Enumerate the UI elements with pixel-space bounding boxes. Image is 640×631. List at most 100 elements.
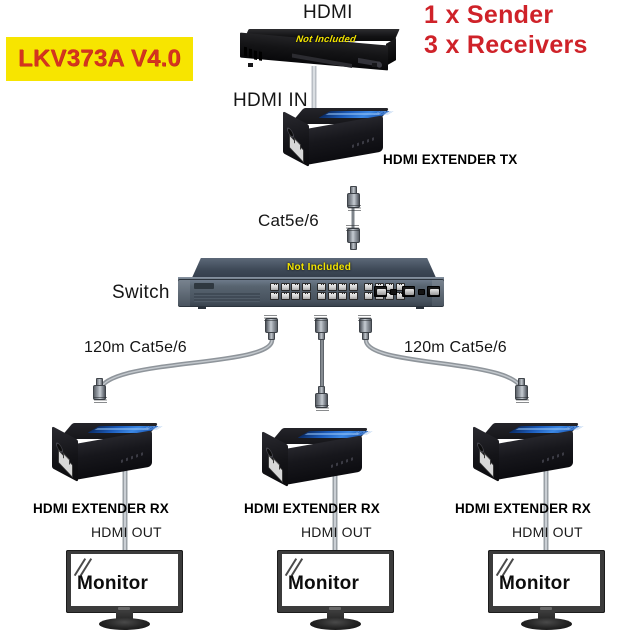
switch-port xyxy=(348,283,358,291)
model-badge: LKV373A V4.0 xyxy=(6,37,193,81)
monitor-stand-neck xyxy=(116,612,133,621)
rj45-rx1-end xyxy=(93,378,107,404)
switch-port xyxy=(270,292,279,300)
label-hdmi-out-3: HDMI OUT xyxy=(512,524,583,540)
rj45-connector-tx-end xyxy=(347,186,361,212)
network-switch: Not Included xyxy=(178,258,444,313)
rj45-ribs xyxy=(314,314,327,321)
label-switch: Switch xyxy=(112,282,170,303)
rj45-ribs xyxy=(346,224,359,231)
model-badge-text: LKV373A V4.0 xyxy=(18,45,181,72)
switch-port-group-2 xyxy=(317,283,358,300)
switch-port xyxy=(301,292,311,300)
rj45-ribs xyxy=(264,314,277,321)
monitor-1: Monitor xyxy=(66,550,183,630)
switch-port xyxy=(327,283,337,291)
label-hdmi-in: HDMI IN xyxy=(233,90,308,111)
monitor-stand-base xyxy=(99,618,150,630)
rj45-switch-left-run xyxy=(264,314,278,340)
switch-sfp-slot xyxy=(390,289,397,295)
monitor-logo xyxy=(118,607,130,610)
rj45-rx3-end xyxy=(515,378,529,404)
rj45-ribs xyxy=(316,405,329,412)
player-foot-left xyxy=(248,63,253,67)
switch-port xyxy=(338,292,347,300)
label-extender-rx-1: HDMI EXTENDER RX xyxy=(33,501,169,516)
monitor-stand-base xyxy=(310,618,361,630)
switch-port xyxy=(364,283,373,291)
rj45-boot xyxy=(358,314,372,333)
monitor-bezel: Monitor xyxy=(66,550,183,613)
label-hdmi-source: HDMI xyxy=(303,2,353,23)
rj45-ribs xyxy=(94,397,107,404)
screen-glare-icon xyxy=(497,557,517,573)
not-included-badge-player: Not Included xyxy=(294,34,358,45)
monitor-bezel: Monitor xyxy=(277,550,394,613)
rj45-boot xyxy=(93,385,107,404)
monitor-2: Monitor xyxy=(277,550,394,630)
monitor-stand-neck xyxy=(538,612,555,621)
switch-brand-plate xyxy=(194,283,214,289)
player-disc-tray xyxy=(292,53,352,68)
rj45-switch-middle-run xyxy=(314,314,328,340)
tx-rj45-port xyxy=(289,134,304,164)
hdmi-source-device: Not Included xyxy=(240,29,400,71)
switch-uplink-port xyxy=(427,286,440,297)
player-vents xyxy=(244,46,247,57)
hdmi-extender-rx-2: HDMI xyxy=(262,428,374,487)
switch-port-row xyxy=(317,292,358,300)
switch-port xyxy=(280,283,290,291)
label-cat-right: 120m Cat5e/6 xyxy=(404,339,507,356)
rx-led-row xyxy=(331,456,355,468)
rx-led-row xyxy=(121,451,145,463)
rj45-boot xyxy=(264,314,278,333)
tx-led-row xyxy=(352,136,376,148)
monitor-3: Monitor xyxy=(488,550,605,630)
hdmi-extender-rx-3: HDMI xyxy=(473,423,585,482)
rj45-rx2-end xyxy=(315,386,329,412)
switch-port-group-1 xyxy=(270,283,311,300)
switch-port-row xyxy=(317,283,358,291)
monitor-stand-base xyxy=(521,618,572,630)
switch-port xyxy=(338,283,347,291)
rj45-boot xyxy=(346,224,360,243)
label-extender-rx-3: HDMI EXTENDER RX xyxy=(455,501,591,516)
rj45-boot xyxy=(315,393,329,412)
rj45-connector-switch-end xyxy=(346,224,360,250)
switch-port xyxy=(327,292,337,300)
monitor-logo xyxy=(540,607,552,610)
not-included-badge-switch: Not Included xyxy=(287,262,352,273)
rx-rj45-port xyxy=(479,449,494,479)
promo-text: 1 x Sender 3 x Receivers xyxy=(424,1,588,60)
switch-top-cover: Not Included xyxy=(191,258,437,280)
switch-port-row xyxy=(270,292,311,300)
screen-glare-icon xyxy=(75,557,95,573)
monitor-label: Monitor xyxy=(77,573,149,594)
switch-port xyxy=(317,292,326,300)
hdmi-extender-rx-1: HDMI xyxy=(52,423,164,482)
switch-sfp-slot xyxy=(418,289,425,295)
switch-port xyxy=(317,283,326,291)
monitor-bezel: Monitor xyxy=(488,550,605,613)
label-hdmi-out-1: HDMI OUT xyxy=(91,524,162,540)
switch-vent-grill xyxy=(194,292,260,302)
switch-port xyxy=(280,292,290,300)
monitor-label: Monitor xyxy=(499,573,571,594)
switch-rack-ear-left xyxy=(178,280,190,306)
rj45-boot xyxy=(347,193,361,212)
rx-led-row xyxy=(542,451,566,463)
hdmi-extender-tx: HDMI xyxy=(283,108,395,167)
label-cat5e6: Cat5e/6 xyxy=(258,211,319,230)
promo-line-receivers: 3 x Receivers xyxy=(424,30,588,59)
switch-port xyxy=(291,292,300,300)
rj45-ribs xyxy=(348,205,361,212)
switch-port xyxy=(270,283,279,291)
player-foot-right xyxy=(372,63,377,67)
switch-foot-right xyxy=(416,306,424,309)
rj45-boot xyxy=(515,385,529,404)
rj45-ribs xyxy=(516,397,529,404)
monitor-label: Monitor xyxy=(288,573,360,594)
monitor-stand-neck xyxy=(327,612,344,621)
switch-port xyxy=(291,283,300,291)
